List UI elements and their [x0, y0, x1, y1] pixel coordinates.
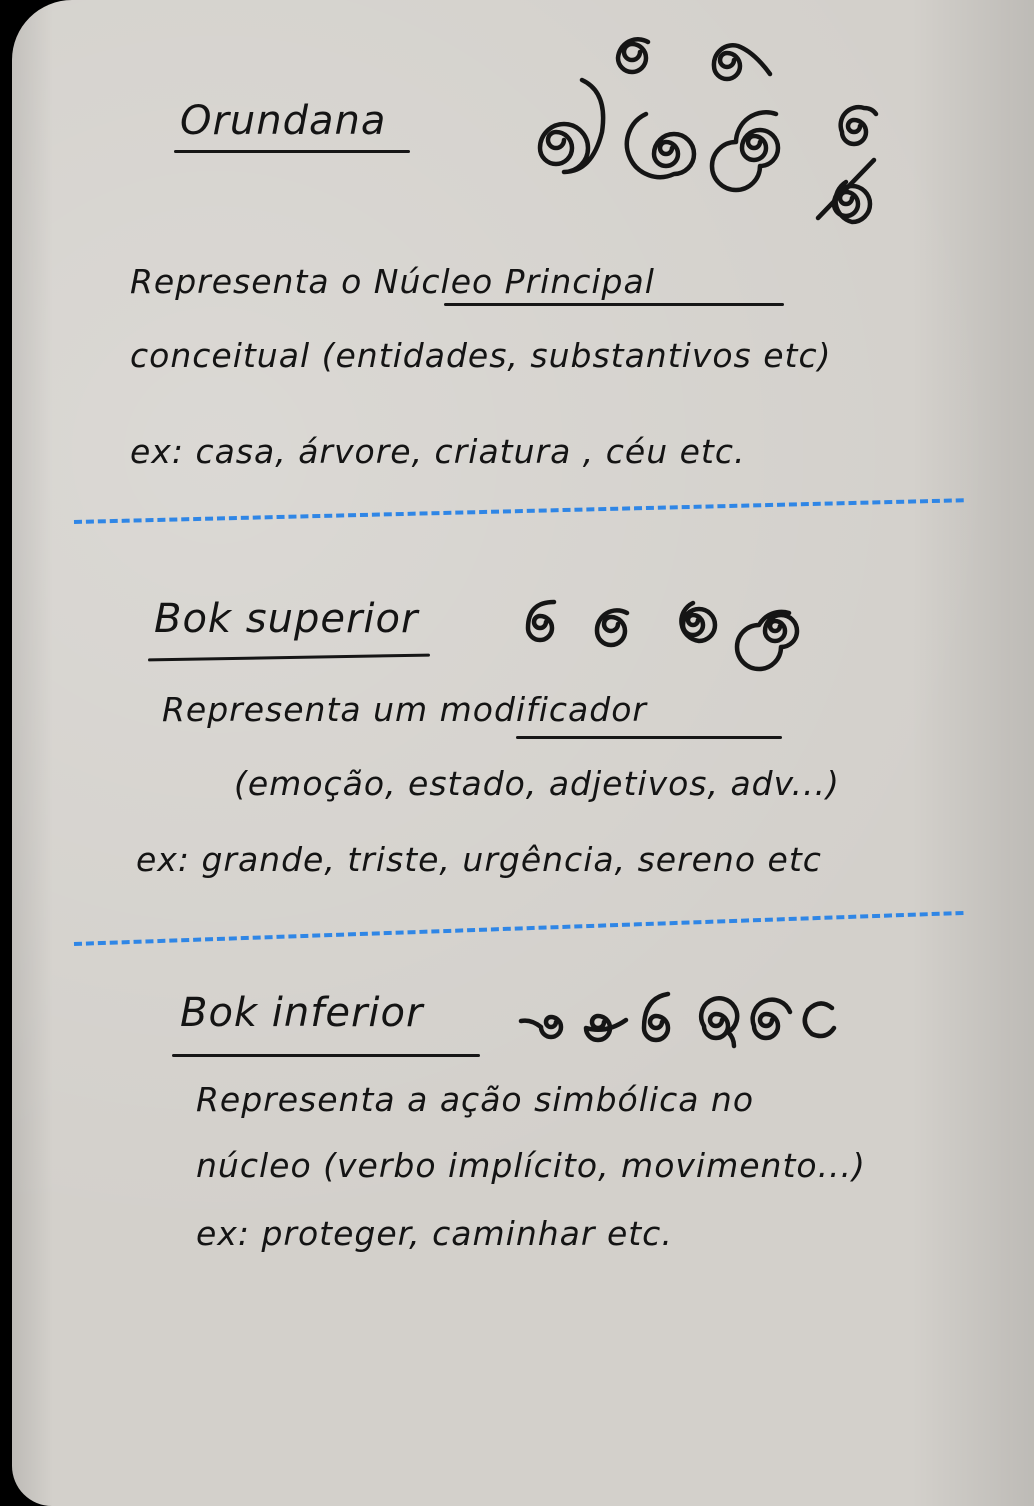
bok-superior-line-3: ex: grande, triste, urgência, sereno etc [136, 840, 822, 879]
spiral-glyph [838, 104, 879, 147]
section-title-bok-superior: Bok superior [154, 596, 419, 642]
spiral-glyph [698, 996, 740, 1049]
title-underline [172, 1054, 480, 1057]
orundana-line-1: Representa o Núcleo Principal [130, 262, 655, 301]
spiral-glyph [518, 1014, 564, 1040]
orundana-spiral-glyphs [537, 37, 879, 225]
spiral-glyph [537, 77, 606, 175]
spiral-glyph [525, 599, 557, 643]
term-underline [444, 303, 784, 306]
spiral-glyph [615, 37, 651, 75]
spiral-glyph [831, 179, 873, 225]
term-underline [516, 736, 782, 739]
strike-line [815, 157, 877, 221]
orundana-line-2: conceitual (entidades, substantivos etc) [130, 336, 832, 375]
bok-inferior-line-3: ex: proteger, caminhar etc. [196, 1214, 673, 1253]
spiral-glyph [750, 997, 793, 1041]
bok-inferior-line-2: núcleo (verbo implícito, movimento...) [196, 1146, 866, 1185]
spiral-glyph [711, 43, 773, 82]
bok-inferior-spiral-glyphs [518, 991, 837, 1049]
bok-superior-line-2: (emoção, estado, adjetivos, adv...) [234, 764, 840, 803]
orundana-line-3: ex: casa, árvore, criatura , céu etc. [130, 432, 746, 471]
section-divider [73, 910, 964, 946]
bok-superior-spiral-glyphs [525, 599, 800, 672]
bok-superior-line-1: Representa um modificador [162, 690, 647, 729]
bok-inferior-line-1: Representa a ação simbólica no [196, 1080, 755, 1119]
notebook-page: Orundana Representa o Núcleo Principal c… [12, 0, 1034, 1506]
spiral-glyph [679, 600, 718, 644]
section-divider [73, 498, 964, 524]
spiral-glyph [709, 110, 781, 193]
section-title-orundana: Orundana [180, 98, 387, 144]
spiral-glyph [734, 609, 800, 672]
title-underline [174, 150, 410, 153]
spiral-glyph [594, 608, 630, 648]
spiral-glyph [624, 111, 697, 180]
section-title-bok-inferior: Bok inferior [180, 990, 424, 1036]
spiral-glyph [802, 1001, 837, 1039]
spiral-glyph [583, 1013, 629, 1043]
title-underline [147, 653, 431, 662]
spiral-glyph [641, 991, 671, 1043]
